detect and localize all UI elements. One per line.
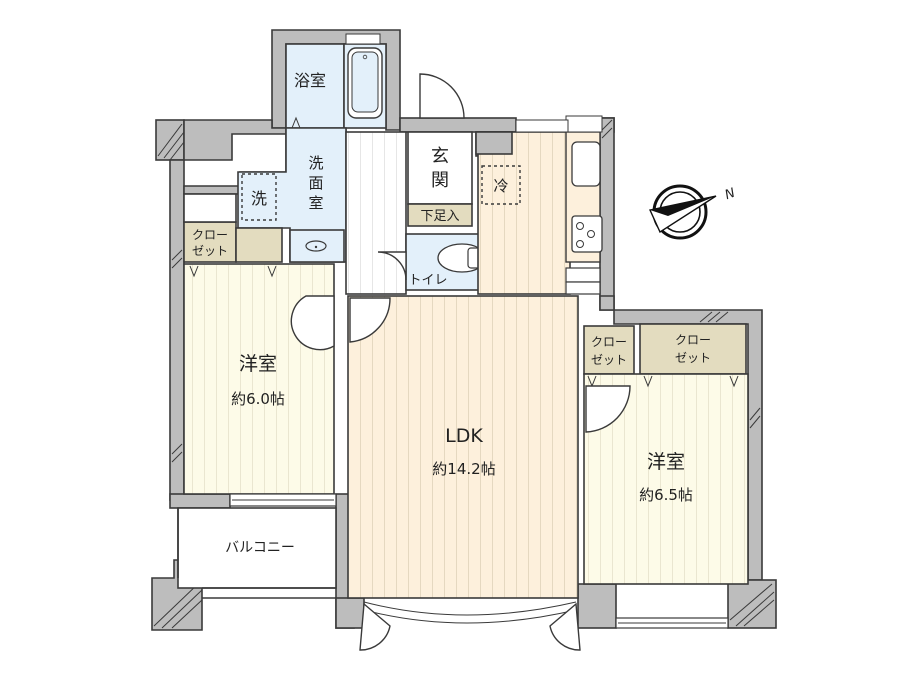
- washroom-label-3: 室: [308, 194, 323, 212]
- room-entrance: [407, 131, 473, 205]
- closet-east-large-label-1: クロー: [675, 333, 711, 347]
- entrance-label-1: 玄: [431, 146, 449, 167]
- fridge-label: 冷: [493, 177, 508, 195]
- toilet-label: トイレ: [408, 273, 447, 288]
- closet-east-large: [639, 323, 747, 375]
- shoe-storage-label: 下足入: [420, 209, 459, 224]
- ldk-label: LDK: [445, 425, 483, 447]
- hallway: [345, 131, 407, 295]
- washroom-label-2: 面: [308, 174, 323, 192]
- closet-west: [183, 221, 237, 263]
- washer-space: [241, 173, 277, 221]
- ldk-size: 約14.2帖: [432, 460, 495, 478]
- balcony-label: バルコニー: [225, 540, 295, 556]
- shoe-storage: [407, 203, 473, 227]
- fridge-space: [481, 165, 521, 205]
- compass-icon: N: [649, 184, 738, 240]
- front-door[interactable]: [419, 73, 465, 119]
- bath-label: 浴室: [294, 71, 326, 90]
- sink-icon: [305, 240, 327, 252]
- western-room-2-label: 洋室: [647, 451, 685, 473]
- closet-west-label-1: クロー: [192, 228, 228, 242]
- washroom-label-1: 洗: [308, 154, 323, 172]
- ldk-south-door-right[interactable]: [549, 602, 581, 651]
- closet-east-large-label-2: ゼット: [675, 351, 711, 365]
- kitchen: [477, 131, 571, 295]
- room-bath: [285, 43, 345, 129]
- western-room-2-door[interactable]: [585, 385, 631, 433]
- ldk-south-door-left[interactable]: [359, 602, 391, 651]
- compass-north-label: N: [723, 186, 738, 204]
- closet-east-small-label-2: ゼット: [591, 353, 627, 367]
- ldk: [347, 295, 579, 599]
- ldk-door[interactable]: [349, 297, 391, 343]
- kitchen-sink-icon: [571, 141, 601, 187]
- washer-label: 洗: [251, 189, 267, 208]
- walls: [151, 29, 777, 631]
- ldk-bay-window: [363, 601, 577, 616]
- vanity: [289, 229, 345, 263]
- western-room-1-size: 約6.0帖: [231, 390, 285, 408]
- western-room-1-label: 洋室: [239, 353, 277, 375]
- toilet-door[interactable]: [377, 251, 407, 281]
- closet-west-label-2: ゼット: [192, 244, 228, 258]
- entrance-label-2: 関: [431, 170, 449, 191]
- bath-window: [345, 33, 381, 45]
- western-room-2-size: 約6.5帖: [639, 486, 693, 504]
- western-room-1-door[interactable]: [290, 295, 335, 351]
- kitchen-window: [515, 119, 569, 133]
- closet-east-small-label-1: クロー: [591, 335, 627, 349]
